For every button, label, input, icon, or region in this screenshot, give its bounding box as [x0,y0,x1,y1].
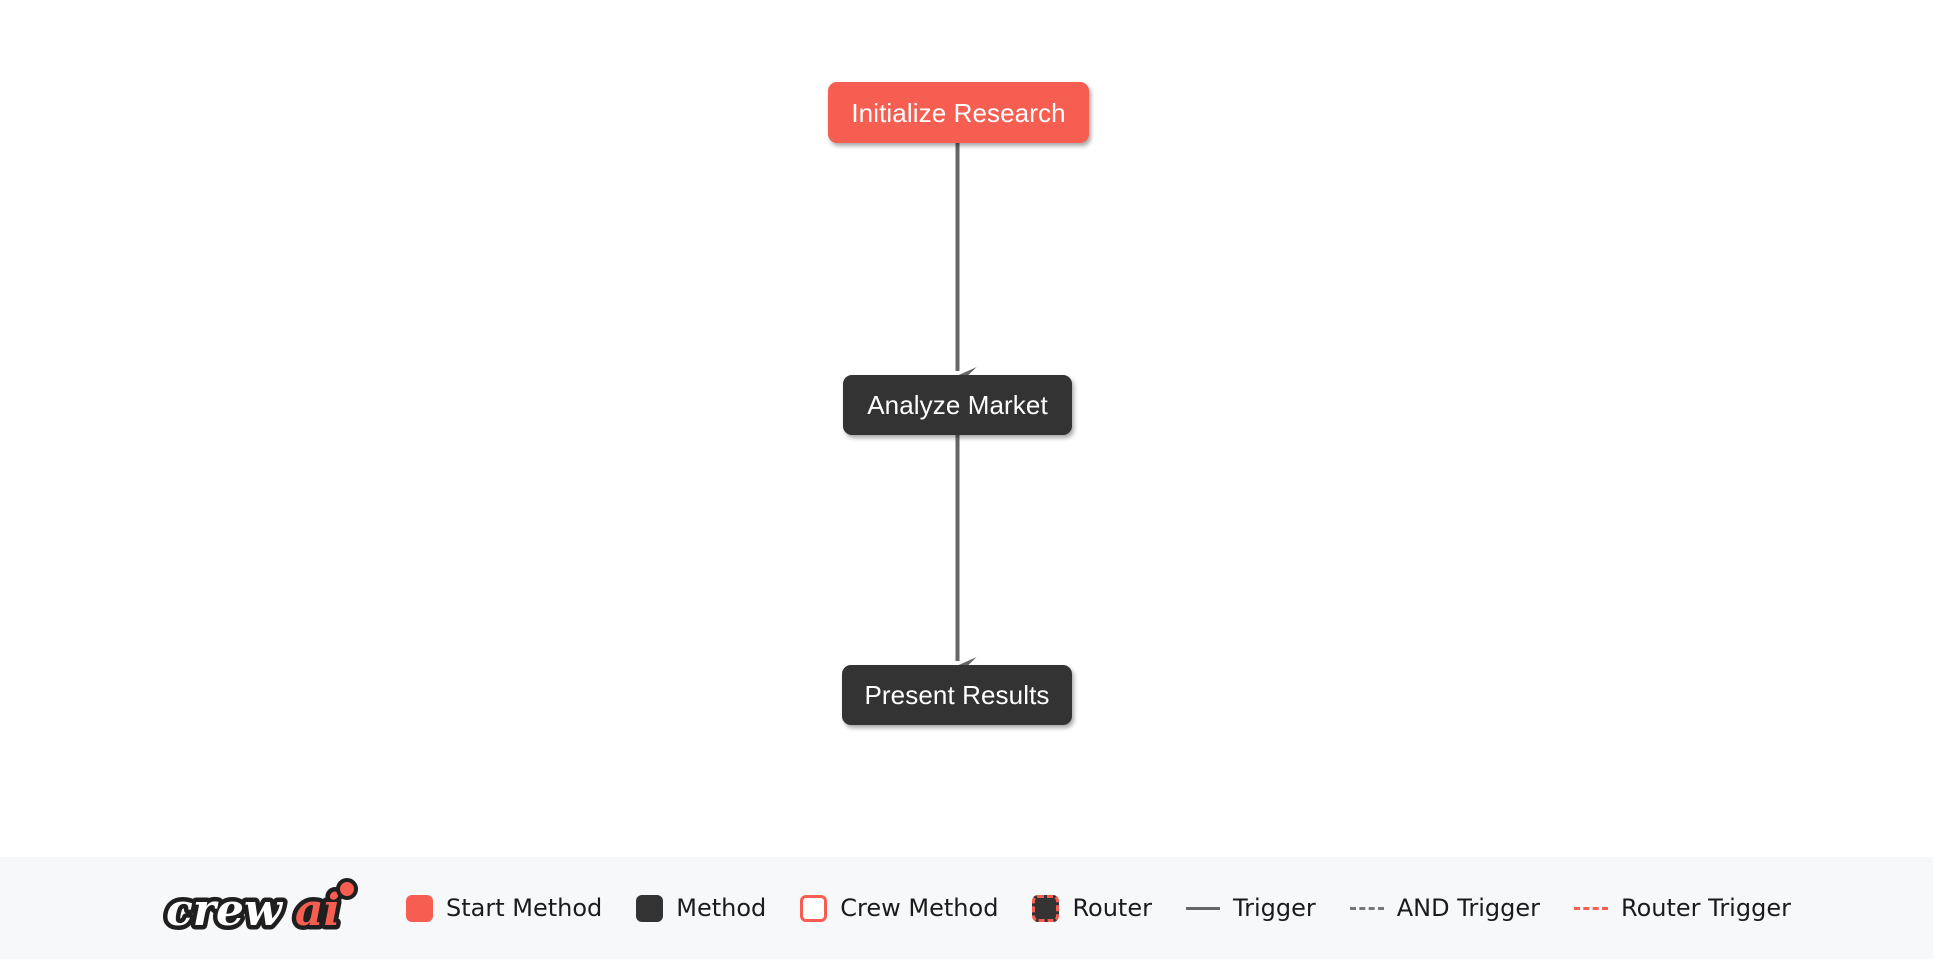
legend-item-and-trigger: AND Trigger [1349,888,1541,928]
legend-item-crew-method: Crew Method [800,888,998,928]
method-swatch-icon [636,894,664,922]
legend-item-router-trigger: Router Trigger [1574,888,1791,928]
flow-node-present-results[interactable]: Present Results [842,665,1072,725]
crew-method-swatch-icon [800,894,828,922]
router-swatch-icon [1032,894,1060,922]
router-trigger-line-icon [1574,906,1609,910]
legend-item-trigger: Trigger [1185,888,1316,928]
flow-node-label: Analyze Market [867,390,1048,420]
flow-node-label: Present Results [864,680,1050,710]
graph-canvas[interactable]: Initialize Research Analyze Market Prese… [0,0,1933,857]
svg-text:ai: ai [295,885,340,936]
legend-label: Crew Method [840,894,999,922]
legend-item-start-method: Start Method [406,888,602,928]
legend-label: Trigger [1232,894,1316,922]
legend-bar: crew ai crew ai Start Method Method Crew… [0,857,1933,959]
legend-label: Router [1072,894,1152,922]
legend-label: Start Method [446,894,603,922]
and-trigger-line-icon [1349,906,1384,910]
svg-text:crew: crew [166,885,284,936]
legend-item-router: Router [1032,888,1152,928]
flow-node-initialize-research[interactable]: Initialize Research [828,82,1089,143]
svg-text:ai: ai [295,885,340,936]
trigger-line-icon [1185,906,1220,910]
flow-node-label: Initialize Research [851,97,1066,128]
legend-item-method: Method [636,888,766,928]
legend-label: Method [676,894,767,922]
flow-node-analyze-market[interactable]: Analyze Market [843,375,1072,435]
legend-label: Router Trigger [1621,894,1791,922]
legend-label: AND Trigger [1396,894,1541,922]
crewai-logo-icon: crew ai crew ai [162,878,358,939]
start-method-swatch-icon [406,894,433,922]
svg-text:crew: crew [166,885,284,936]
